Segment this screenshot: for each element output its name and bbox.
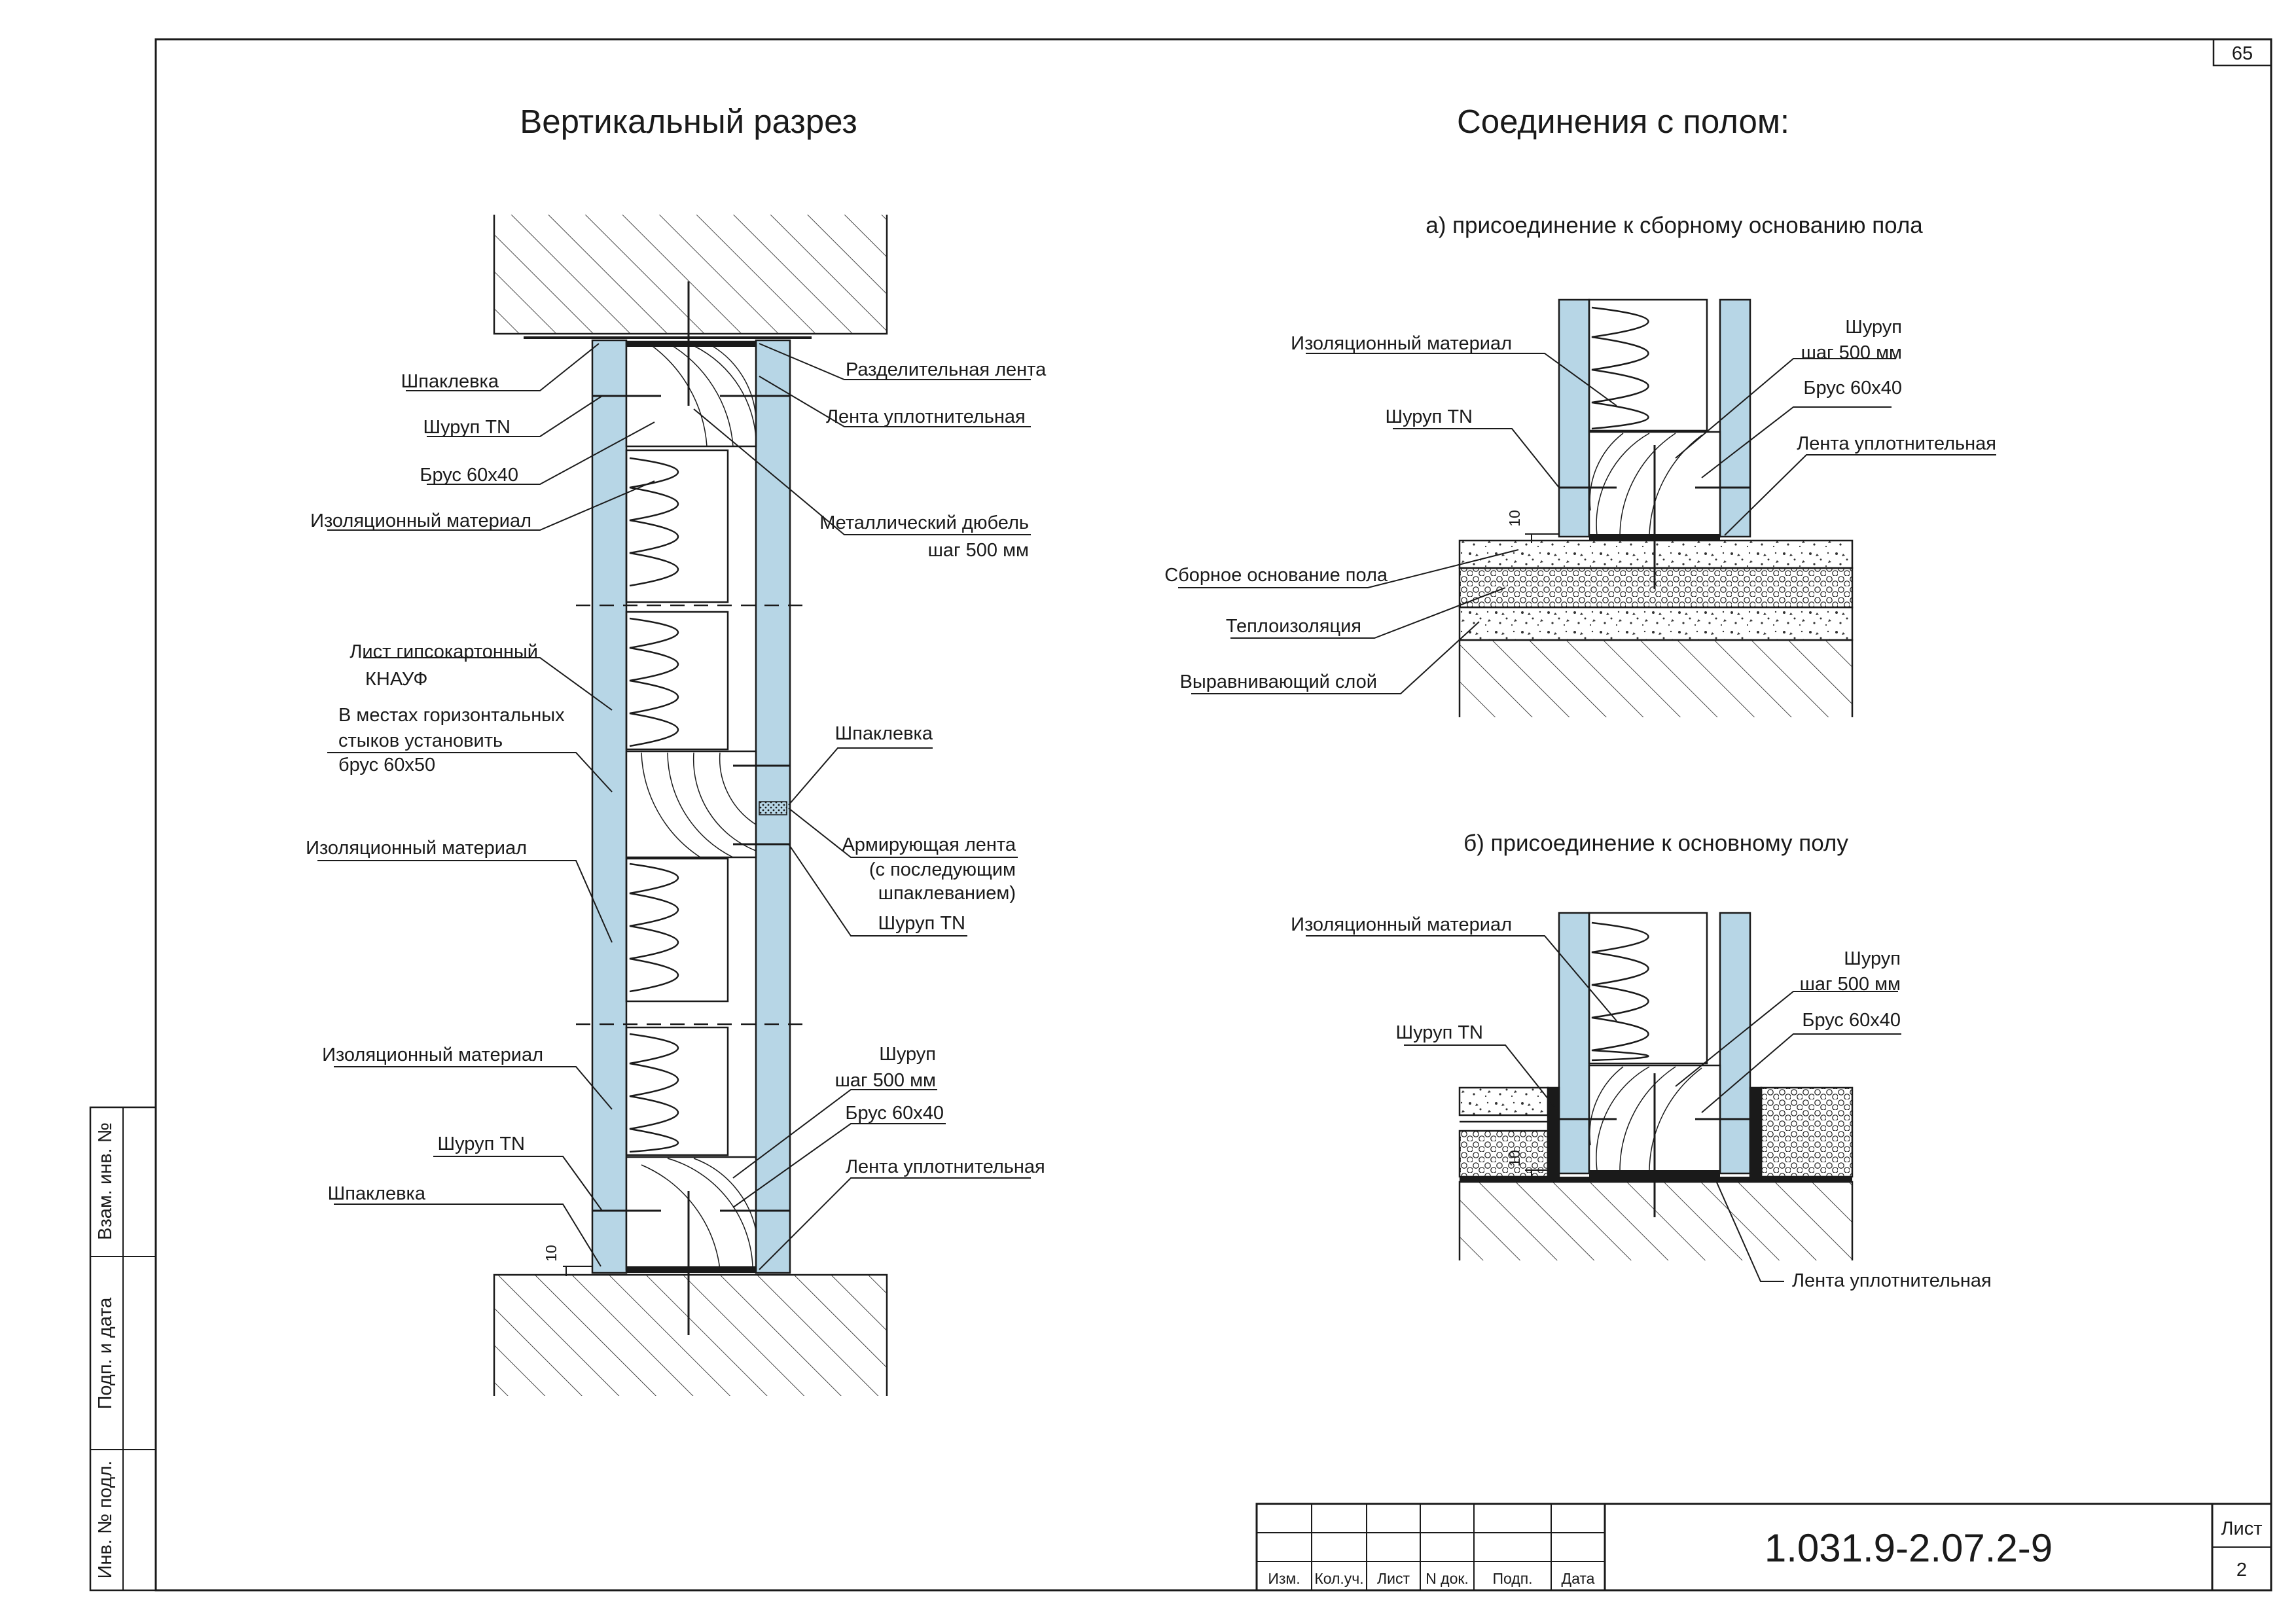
stamp-sign-date: Подп. и дата bbox=[95, 1297, 116, 1410]
a-leaders bbox=[1178, 353, 1996, 694]
tb-col-izm: Изм. bbox=[1268, 1570, 1300, 1587]
title-variant-a: а) присоединение к сборному основанию по… bbox=[1426, 213, 1923, 238]
ceiling-slab bbox=[493, 215, 888, 339]
b-dim-10: 10 bbox=[1506, 1150, 1523, 1167]
dim-10-left: 10 bbox=[543, 1245, 560, 1262]
lbl-insulation-top: Изоляционный материал bbox=[310, 510, 531, 531]
lbl-joint-note-2: стыков установить bbox=[338, 730, 503, 751]
a-drywall-left bbox=[1558, 298, 1590, 538]
lbl-metal-dowel-1: Металлический дюбель bbox=[819, 512, 1029, 533]
a-insulation bbox=[1588, 298, 1708, 432]
b-base-tape bbox=[1460, 1177, 1852, 1182]
title-floor-connections: Соединения с полом: bbox=[1457, 103, 1789, 140]
b-floor-left bbox=[1458, 1086, 1560, 1178]
lbl-screw-tn-bot: Шуруп TN bbox=[438, 1133, 525, 1154]
tb-col-podp: Подп. bbox=[1492, 1570, 1532, 1587]
lbl-screw-bot-1: Шуруп bbox=[879, 1044, 936, 1065]
lbl-reinforcing-2: (с последующим bbox=[869, 859, 1016, 880]
stamp-inv-orig: Инв. № подл. bbox=[95, 1461, 116, 1579]
sealing-tape-bottom bbox=[626, 1266, 756, 1273]
b-insulation bbox=[1588, 912, 1708, 1065]
a-lbl-prefab-base: Сборное основание пола bbox=[1164, 565, 1388, 586]
title-variant-b: б) присоединение к основному полу bbox=[1463, 830, 1848, 856]
sheet-number: 65 bbox=[2232, 43, 2253, 64]
a-lbl-leveling-layer: Выравнивающий слой bbox=[1180, 671, 1377, 692]
b-lbl-screw-1: Шуруп bbox=[1844, 948, 1901, 969]
b-lbl-sealing-tape: Лента уплотнительная bbox=[1792, 1270, 1992, 1291]
b-lbl-screw-tn: Шуруп TN bbox=[1396, 1022, 1483, 1043]
document-code: 1.031.9-2.07.2-9 bbox=[1765, 1526, 2053, 1570]
b-lbl-beam: Брус 60х40 bbox=[1802, 1010, 1901, 1031]
a-lbl-screw-1: Шуруп bbox=[1845, 317, 1902, 338]
variant-b-drawing: 10 Изоляционный материал Шуруп шаг 500 м… bbox=[1291, 912, 1992, 1291]
a-lbl-beam: Брус 60х40 bbox=[1803, 378, 1902, 399]
tb-col-list: Лист bbox=[1377, 1570, 1410, 1587]
a-lbl-screw-2: шаг 500 мм bbox=[1801, 342, 1902, 363]
leaders-vertical-section bbox=[317, 343, 1031, 1270]
beams bbox=[625, 340, 757, 1271]
lbl-beam-top: Брус 60х40 bbox=[420, 465, 518, 486]
tb-sheet-value: 2 bbox=[2236, 1560, 2247, 1580]
a-sealing-tape bbox=[1589, 534, 1720, 541]
lbl-putty-top: Шпаклевка bbox=[401, 371, 499, 392]
lbl-reinforcing-3: шпаклеванием) bbox=[878, 883, 1016, 904]
a-floor-layers bbox=[1458, 539, 1854, 717]
lbl-screw-tn-top: Шуруп TN bbox=[423, 417, 511, 438]
lbl-gypsum-2: КНАУФ bbox=[365, 669, 427, 690]
tb-sheet-label: Лист bbox=[2221, 1518, 2262, 1539]
b-slab bbox=[1458, 1181, 1854, 1260]
lbl-sealing-tape-bot: Лента уплотнительная bbox=[846, 1156, 1045, 1177]
lbl-gypsum-1: Лист гипсокартонный bbox=[350, 641, 538, 662]
b-floor-right bbox=[1749, 1086, 1854, 1178]
b-drywall-left bbox=[1558, 912, 1590, 1175]
tb-col-data: Дата bbox=[1562, 1570, 1595, 1587]
lbl-reinforcing-1: Армирующая лента bbox=[842, 834, 1016, 855]
sealing-tape-top bbox=[626, 342, 756, 347]
floor-slab bbox=[493, 1274, 888, 1396]
a-lbl-thermal-insulation: Теплоизоляция bbox=[1226, 616, 1361, 637]
tb-col-kol: Кол.уч. bbox=[1314, 1570, 1363, 1587]
a-dimension-10 bbox=[1525, 533, 1559, 543]
lbl-insulation-bot: Изоляционный материал bbox=[322, 1044, 543, 1065]
a-lbl-screw-tn: Шуруп TN bbox=[1386, 406, 1473, 427]
title-vertical-section: Вертикальный разрез bbox=[520, 103, 857, 140]
b-lbl-insulation: Изоляционный материал bbox=[1291, 914, 1512, 935]
a-dim-10: 10 bbox=[1506, 510, 1523, 527]
lbl-putty-mid: Шпаклевка bbox=[835, 723, 933, 744]
a-drywall-right bbox=[1719, 298, 1751, 538]
lbl-joint-note-1: В местах горизонтальных bbox=[338, 705, 565, 726]
lbl-metal-dowel-2: шаг 500 мм bbox=[928, 540, 1029, 561]
lbl-sealing-tape-top: Лента уплотнительная bbox=[826, 406, 1026, 427]
lbl-screw-tn-mid: Шуруп TN bbox=[878, 913, 965, 934]
insulation-blocks bbox=[625, 449, 729, 1156]
vertical-section-drawing: 10 Шпаклевка Шуруп TN Брус 60х40 bbox=[306, 215, 1047, 1396]
reinforcing-tape bbox=[759, 801, 787, 815]
lbl-screw-bot-2: шаг 500 мм bbox=[835, 1070, 936, 1091]
b-drywall-right bbox=[1719, 912, 1751, 1175]
side-stamp: Взам. инв. № Подп. и дата Инв. № подл. bbox=[89, 1106, 157, 1592]
b-lbl-screw-2: шаг 500 мм bbox=[1800, 974, 1901, 995]
break-lines bbox=[576, 604, 805, 1026]
lbl-putty-bot: Шпаклевка bbox=[328, 1183, 426, 1204]
tb-col-ndok: N док. bbox=[1426, 1570, 1469, 1587]
a-lbl-insulation: Изоляционный материал bbox=[1291, 333, 1512, 354]
a-lbl-sealing-tape: Лента уплотнительная bbox=[1797, 433, 1996, 454]
sheet-frame bbox=[154, 38, 2272, 1592]
lbl-separating-tape: Разделительная лента bbox=[846, 359, 1047, 380]
b-sealing-tape bbox=[1589, 1170, 1720, 1177]
b-leaders bbox=[1306, 935, 1901, 1282]
lbl-joint-note-3: брус 60х50 bbox=[338, 755, 435, 776]
variant-a-drawing: 10 Изоляционный материал Шуруп шаг 500 м… bbox=[1164, 298, 1996, 717]
dimension-10-left bbox=[563, 1266, 592, 1276]
b-dimension-10 bbox=[1525, 1169, 1559, 1178]
lbl-beam-bot: Брус 60х40 bbox=[845, 1103, 944, 1124]
lbl-insulation-mid: Изоляционный материал bbox=[306, 838, 527, 859]
stamp-inv-swap: Взам. инв. № bbox=[95, 1122, 116, 1240]
title-block: Изм. Кол.уч. Лист N док. Подп. Дата 1.03… bbox=[1255, 1503, 2272, 1592]
sheet-number-box: 65 bbox=[2212, 38, 2272, 67]
